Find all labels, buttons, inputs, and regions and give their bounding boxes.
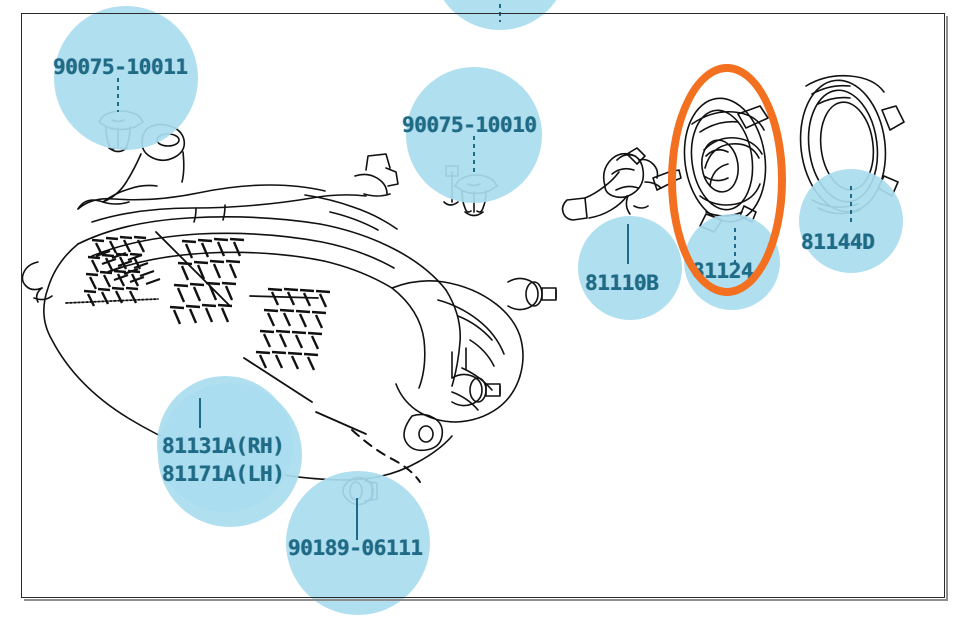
callout-label-90075-10010: 90075-10010 [402,113,537,137]
highlight-circle-81110B [578,216,682,320]
highlight-circle-90189-06111 [286,471,430,615]
highlight-circle-81131A-b [157,376,293,512]
highlight-circle-90075-10010 [406,67,542,203]
callout-label-81131A-81171A: 81131A(RH) 81171A(LH) [162,434,285,486]
page-frame-border [21,13,945,598]
callout-label-81124: 81124 [692,259,754,283]
highlight-circle-90075-10011 [54,6,198,150]
callout-label-81144D: 81144D [801,230,875,254]
callout-label-90075-10011: 90075-10011 [53,55,188,79]
callout-label-90189-06111: 90189-06111 [288,536,423,560]
callout-label-81110B: 81110B [585,271,659,295]
